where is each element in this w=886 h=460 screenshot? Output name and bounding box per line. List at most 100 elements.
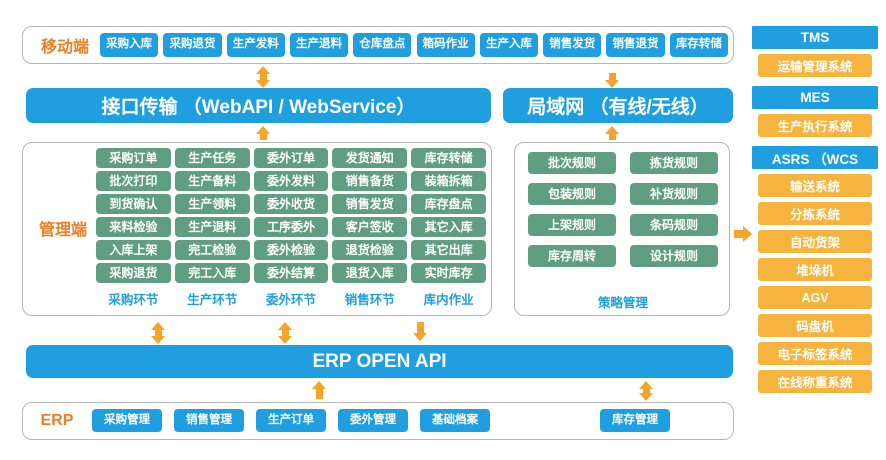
rail-item[interactable]: 电子标签系统 [758, 342, 872, 365]
management-item[interactable]: 库存盘点 [411, 194, 486, 214]
arrow-strategy-to-rail [734, 225, 758, 243]
rail-item[interactable]: 输送系统 [758, 174, 872, 197]
erp-button[interactable]: 库存管理 [600, 409, 670, 432]
management-item[interactable]: 生产领料 [174, 194, 250, 214]
mobile-button[interactable]: 采购入库 [100, 33, 159, 57]
management-item[interactable]: 采购退货 [96, 263, 171, 283]
rail-item[interactable]: 在线称重系统 [758, 370, 872, 393]
arrow-openapi-to-erp-1 [311, 381, 327, 401]
mobile-button[interactable]: 库存转储 [669, 33, 728, 57]
management-item[interactable]: 委外检验 [253, 240, 329, 260]
management-item[interactable]: 销售备货 [332, 171, 408, 191]
rail-item[interactable]: 分拣系统 [758, 202, 872, 225]
mobile-section-label: 移动端 [40, 39, 89, 56]
management-item[interactable]: 委外收货 [253, 194, 329, 214]
rail-section-header: MES [752, 86, 878, 109]
arrow-strategy-to-openapi [412, 322, 428, 344]
arrow-lan-to-strategy [604, 126, 620, 142]
management-item[interactable]: 退货检验 [332, 240, 408, 260]
strategy-item[interactable]: 设计规则 [630, 245, 718, 267]
management-column: 采购订单批次打印到货确认来料检验入库上架采购退货采购环节 [96, 148, 171, 312]
management-item[interactable]: 销售发货 [332, 194, 408, 214]
management-column: 库存转储装箱拆箱库存盘点其它入库其它出库实时库存库内作业 [411, 148, 486, 312]
management-item[interactable]: 生产退料 [174, 217, 250, 237]
management-column-caption: 库内作业 [423, 292, 474, 307]
management-item[interactable]: 生产备料 [174, 171, 250, 191]
rail-item[interactable]: AGV [758, 286, 872, 309]
arrow-api-to-management [255, 126, 271, 142]
strategy-rule-grid: 批次规则拣货规则包装规则补货规则上架规则条码规则库存周转设计规则 [528, 152, 718, 278]
erp-button[interactable]: 基础档案 [420, 409, 490, 432]
management-item[interactable]: 客户签收 [332, 217, 408, 237]
mobile-button[interactable]: 生产发料 [226, 33, 285, 57]
management-item[interactable]: 退货入库 [332, 263, 408, 283]
management-item[interactable]: 生产任务 [174, 148, 250, 168]
mobile-button[interactable]: 仓库盘点 [353, 33, 412, 57]
mobile-button[interactable]: 采购退货 [163, 33, 222, 57]
strategy-item[interactable]: 拣货规则 [630, 152, 718, 174]
rail-section-header: TMS [752, 26, 878, 49]
arrow-lan-to-mobile [604, 66, 620, 88]
management-column-caption: 销售环节 [344, 292, 395, 307]
rail-item[interactable]: 生产执行系统 [758, 114, 872, 137]
erp-button[interactable]: 采购管理 [92, 409, 162, 432]
arrow-management-to-openapi-2 [277, 322, 293, 344]
management-item[interactable]: 采购订单 [96, 148, 171, 168]
api-transport-banner: 接口传输 （WebAPI / WebService） [26, 88, 491, 123]
management-item[interactable]: 发货通知 [332, 148, 408, 168]
management-item[interactable]: 委外发料 [253, 171, 329, 191]
mobile-button[interactable]: 销售发货 [543, 33, 602, 57]
management-item[interactable]: 委外订单 [253, 148, 329, 168]
management-item[interactable]: 入库上架 [96, 240, 171, 260]
management-item[interactable]: 其它出库 [411, 240, 486, 260]
strategy-item[interactable]: 上架规则 [528, 214, 616, 236]
erp-button[interactable]: 销售管理 [174, 409, 244, 432]
arrow-management-to-openapi-1 [150, 322, 166, 344]
mobile-button-row: 采购入库采购退货生产发料生产退料仓库盘点箱码作业生产入库销售发货销售退货库存转储 [100, 33, 728, 57]
strategy-item[interactable]: 库存周转 [528, 245, 616, 267]
arrow-openapi-to-erp-2 [638, 381, 654, 401]
mobile-button[interactable]: 生产入库 [479, 33, 539, 57]
strategy-item[interactable]: 包装规则 [528, 183, 616, 205]
erp-button[interactable]: 生产订单 [256, 409, 326, 432]
lan-banner: 局域网 （有线/无线） [503, 88, 733, 123]
management-item[interactable]: 其它入库 [411, 217, 486, 237]
management-item[interactable]: 批次打印 [96, 171, 171, 191]
management-item[interactable]: 装箱拆箱 [411, 171, 486, 191]
management-item[interactable]: 工序委外 [253, 217, 329, 237]
rail-section-header: ASRS （WCS [752, 146, 878, 169]
management-item[interactable]: 到货确认 [96, 194, 171, 214]
strategy-row: 上架规则条码规则 [528, 214, 718, 236]
rail-item[interactable]: 堆垛机 [758, 258, 872, 281]
management-item[interactable]: 库存转储 [411, 148, 486, 168]
strategy-item[interactable]: 补货规则 [630, 183, 718, 205]
rail-item[interactable]: 运输管理系统 [758, 54, 872, 77]
management-column-grid: 采购订单批次打印到货确认来料检验入库上架采购退货采购环节生产任务生产备料生产领料… [96, 148, 486, 312]
strategy-row: 库存周转设计规则 [528, 245, 718, 267]
management-item[interactable]: 实时库存 [411, 263, 486, 283]
rail-item[interactable]: 码盘机 [758, 314, 872, 337]
management-column-caption: 采购环节 [108, 292, 159, 307]
mobile-button[interactable]: 箱码作业 [416, 33, 475, 57]
management-column-caption: 委外环节 [265, 292, 316, 307]
strategy-caption: 策略管理 [597, 295, 648, 310]
strategy-item[interactable]: 条码规则 [630, 214, 718, 236]
strategy-item[interactable]: 批次规则 [528, 152, 616, 174]
mobile-button[interactable]: 销售退货 [606, 33, 665, 57]
management-column: 委外订单委外发料委外收货工序委外委外检验委外结算委外环节 [253, 148, 329, 312]
management-column: 发货通知销售备货销售发货客户签收退货检验退货入库销售环节 [332, 148, 408, 312]
strategy-row: 包装规则补货规则 [528, 183, 718, 205]
erp-button-row: 采购管理销售管理生产订单委外管理基础档案 库存管理 [92, 409, 726, 433]
erp-open-api-banner: ERP OPEN API [26, 345, 733, 378]
management-item[interactable]: 委外结算 [253, 263, 329, 283]
external-systems-rail: TMS 运输管理系统 MES 生产执行系统 ASRS （WCS 输送系统分拣系统自动货架堆… [752, 26, 878, 446]
management-section-label: 管理端 [38, 222, 87, 239]
management-item[interactable]: 来料检验 [96, 217, 171, 237]
mobile-button[interactable]: 生产退料 [289, 33, 349, 57]
erp-button[interactable]: 委外管理 [338, 409, 408, 432]
management-column-caption: 生产环节 [187, 292, 238, 307]
rail-item[interactable]: 自动货架 [758, 230, 872, 253]
management-item[interactable]: 完工检验 [174, 240, 250, 260]
management-item[interactable]: 完工入库 [174, 263, 250, 283]
